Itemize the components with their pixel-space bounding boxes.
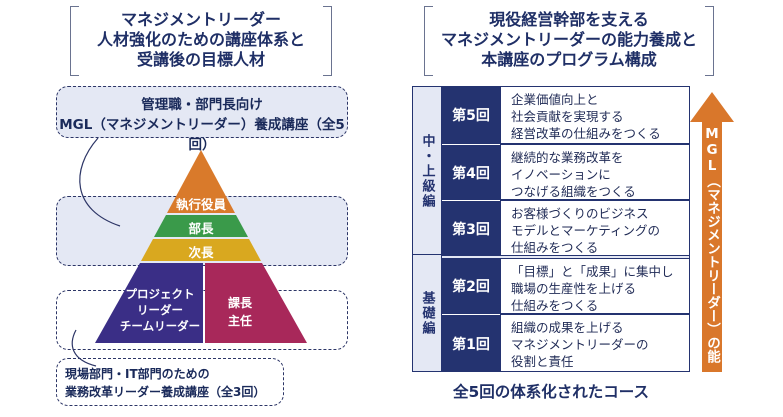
course-footer: 全5回の体系化されたコース — [452, 383, 649, 401]
session-3-desc: お客様づくりのビジネス モデルとマーケティングの 仕組みをつくる — [500, 200, 690, 256]
session-5-desc-line-3: 経営改革の仕組みをつくる — [511, 126, 661, 141]
session-3-desc-line-2: モデルとマーケティングの — [511, 223, 661, 238]
right-title-line-1: 現役経営幹部を支える — [489, 10, 649, 29]
field-course-line-2: 業務改革リーダー養成講座（全3回） — [65, 385, 266, 399]
session-4-label: 第4回 — [442, 144, 500, 200]
arrow-label: MGL（マネジメントリーダー）の能力向上 — [704, 126, 720, 363]
field-course-box: 現場部門・IT部門のための 業務改革リーダー養成講座（全3回） — [56, 358, 284, 406]
left-title: マネジメントリーダー 人材強化のための講座体系と 受講後の目標人材 — [70, 4, 332, 76]
session-4-desc-line-1: 継続的な業務改革を — [511, 150, 624, 165]
pyramid-label-executive: 執行役員 — [175, 197, 226, 212]
pyramid-project-leader — [95, 263, 203, 343]
pyramid-label-deputy: 次長 — [188, 245, 214, 260]
left-title-bracket-right — [323, 6, 332, 76]
field-course-line-1: 現場部門・IT部門のための — [65, 367, 210, 381]
session-1-desc-line-3: 役割と責任 — [511, 354, 574, 369]
left-title-line-3: 受講後の目標人材 — [136, 50, 265, 69]
mgl-course-line-1: 管理職・部門長向け — [141, 97, 263, 113]
session-2-desc-line-2: 職場の生産性を上げる — [511, 281, 637, 296]
right-title-line-2: マネジメントリーダーの能力養成と — [440, 30, 697, 49]
pyramid-level-executive — [167, 150, 235, 213]
session-2-desc-line-1: 「目標」と「成果」に集中し — [511, 264, 674, 279]
session-3-desc-line-3: 仕組みをつくる — [511, 240, 599, 255]
session-3-desc-line-1: お客様づくりのビジネス — [511, 206, 649, 221]
right-title-bracket-left — [424, 6, 433, 76]
project-leader-line-2: リーダー — [137, 303, 183, 317]
pyramid-label-department-head: 部長 — [188, 221, 214, 236]
project-leader-line-1: プロジェクト — [125, 287, 195, 301]
left-title-line-2: 人材強化のための講座体系と — [96, 30, 305, 49]
section-chief-line-2: 主任 — [227, 314, 252, 328]
pyramid-label-project-leader: プロジェクト リーダー チームリーダー — [112, 286, 208, 334]
right-title-line-3: 本講座のプログラム構成 — [481, 50, 657, 69]
session-5-label: 第5回 — [442, 86, 500, 144]
session-1-label: 第1回 — [442, 314, 500, 372]
session-2-desc: 「目標」と「成果」に集中し 職場の生産性を上げる 仕組みをつくる — [500, 258, 690, 314]
pyramid-level-deputy — [141, 239, 261, 261]
session-3-label: 第3回 — [442, 200, 500, 256]
session-2-label: 第2回 — [442, 258, 500, 314]
section-upper-label: 中・上級編 — [419, 133, 435, 209]
section-chief-line-1: 課長 — [227, 296, 252, 310]
session-1-desc-line-1: 組織の成果を上げる — [511, 320, 624, 335]
pyramid-level-department-head — [154, 215, 248, 237]
section-upper: 中・上級編 — [412, 86, 442, 256]
session-1-desc-line-2: マネジメントリーダーの — [511, 337, 649, 352]
pyramid-section-chief — [205, 263, 307, 343]
left-title-line-1: マネジメントリーダー — [120, 10, 281, 29]
pyramid-label-section-chief: 課長 主任 — [210, 294, 270, 330]
session-1-desc: 組織の成果を上げる マネジメントリーダーの 役割と責任 — [500, 314, 690, 372]
project-leader-line-3: チームリーダー — [119, 319, 201, 333]
session-4-desc-line-2: イノベーションに — [511, 167, 611, 182]
session-2-desc-line-3: 仕組みをつくる — [511, 298, 599, 313]
session-5-desc: 企業価値向上と 社会貢献を実現する 経営改革の仕組みをつくる — [500, 86, 690, 144]
session-4-desc-line-3: つなげる組織をつくる — [511, 184, 636, 199]
left-title-bracket-left — [70, 6, 79, 76]
arrow-up-icon — [690, 92, 734, 372]
mgl-course-line-2: MGL（マネジメントリーダー）養成講座（全5回） — [59, 117, 345, 153]
session-5-desc-line-2: 社会貢献を実現する — [511, 109, 624, 124]
section-basic-label: 基礎編 — [419, 290, 435, 336]
mgl-course-box: 管理職・部門長向け MGL（マネジメントリーダー）養成講座（全5回） — [56, 86, 348, 153]
right-title-bracket-right — [705, 6, 714, 76]
section-basic: 基礎編 — [412, 254, 442, 372]
session-4-desc: 継続的な業務改革を イノベーションに つなげる組織をつくる — [500, 144, 690, 200]
session-5-desc-line-1: 企業価値向上と — [511, 92, 599, 107]
right-title: 現役経営幹部を支える マネジメントリーダーの能力養成と 本講座のプログラム構成 — [424, 4, 714, 76]
